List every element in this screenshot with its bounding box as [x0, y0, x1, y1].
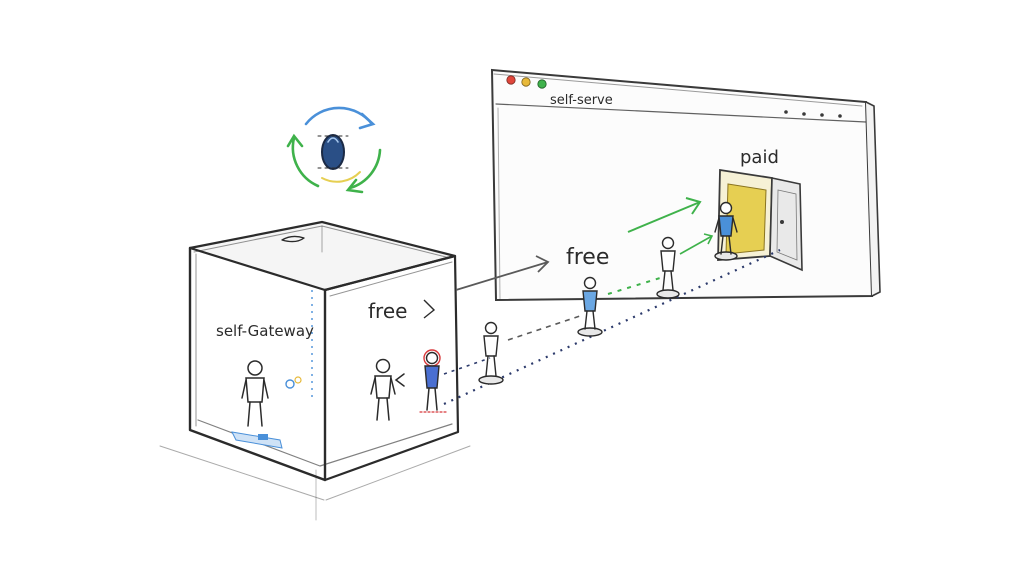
window-maximize-button — [537, 79, 547, 89]
refresh-cycle-icon — [286, 106, 382, 194]
paid-green-arrow-2 — [679, 235, 713, 255]
person-in-gateway-1 — [241, 360, 269, 427]
conversion-dotted-path — [443, 249, 781, 405]
gateway-floor-panel — [231, 431, 283, 449]
gateway-label: self-Gateway — [216, 322, 314, 340]
paid-green-arrow-1 — [627, 201, 701, 233]
window-minimize-button — [521, 77, 531, 87]
person-in-gateway-2 — [370, 358, 405, 421]
person-path-2 — [577, 276, 603, 337]
person-path-1 — [478, 321, 504, 385]
gateway-status-icons — [285, 376, 302, 389]
window-close-button — [506, 75, 516, 85]
person-paid — [714, 201, 738, 261]
free-label-box: free — [368, 299, 407, 323]
free-arrow-icon — [423, 299, 436, 319]
free-flow-arrow — [455, 261, 549, 291]
person-selected — [419, 349, 447, 413]
free-label-path: free — [566, 245, 609, 270]
paid-label: paid — [740, 147, 779, 168]
browser-title: self-serve — [550, 93, 613, 108]
open-door-icon — [717, 168, 803, 272]
gateway-cube — [159, 220, 471, 521]
person-path-3 — [656, 236, 680, 299]
